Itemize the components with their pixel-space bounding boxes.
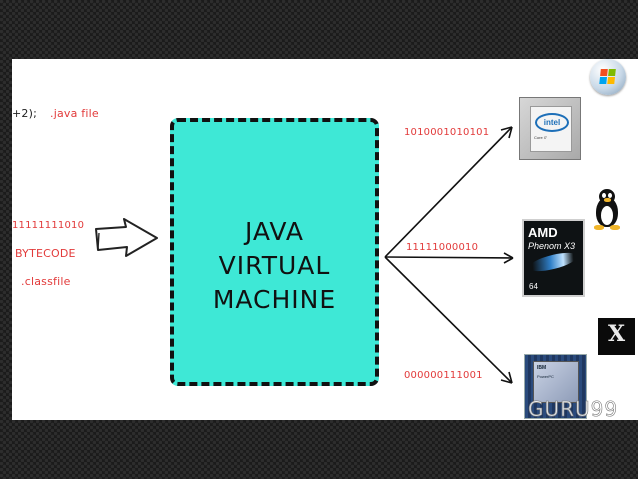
linux-tux-icon <box>592 189 622 233</box>
arrow-to-intel <box>384 126 513 258</box>
classfile-label: .classfile <box>21 275 71 288</box>
bytecode-label: BYTECODE <box>15 247 76 260</box>
ibm-brand: IBM <box>537 365 547 371</box>
mac-osx-icon: X <box>598 318 635 355</box>
amd-bits-label: 64 <box>529 282 538 291</box>
jvm-box: JAVA VIRTUAL MACHINE <box>170 118 379 386</box>
arrow-to-ibm <box>384 256 513 384</box>
windows-logo-icon <box>590 59 626 95</box>
output-bits-amd: 11111000010 <box>406 242 479 253</box>
jvm-line-virtual: VIRTUAL <box>218 251 331 280</box>
ibm-model: PowerPC <box>537 374 554 379</box>
output-bits-intel: 1010001010101 <box>404 127 490 138</box>
jvm-line-machine: MACHINE <box>212 285 337 314</box>
amd-swoosh-icon <box>527 249 579 275</box>
watermark: GURU99 <box>528 397 619 422</box>
java-file-label: .java file <box>50 107 99 120</box>
amd-processor-icon: AMD Phenom X3 64 <box>522 219 585 297</box>
amd-model: Phenom X3 <box>528 241 576 251</box>
amd-brand: AMD <box>528 225 558 240</box>
intel-model: Core i7 <box>534 135 547 140</box>
intel-brand: intel <box>535 113 569 132</box>
input-arrow <box>95 218 158 257</box>
output-bits-ibm: 000000111001 <box>404 370 483 381</box>
ibm-processor-icon: IBM PowerPC <box>524 354 587 419</box>
output-arrows <box>384 126 514 384</box>
intel-processor-icon: intel Core i7 <box>519 97 581 160</box>
slide: +2); .java file 11111111010 BYTECODE .cl… <box>12 59 638 420</box>
flow-arrows <box>95 126 514 384</box>
bytecode-bits: 11111111010 <box>12 220 85 231</box>
jvm-line-java: JAVA <box>244 217 305 246</box>
jvm-label: JAVA VIRTUAL MACHINE <box>174 215 375 317</box>
source-code-fragment: +2); <box>12 107 38 120</box>
arrow-to-amd <box>384 256 514 259</box>
